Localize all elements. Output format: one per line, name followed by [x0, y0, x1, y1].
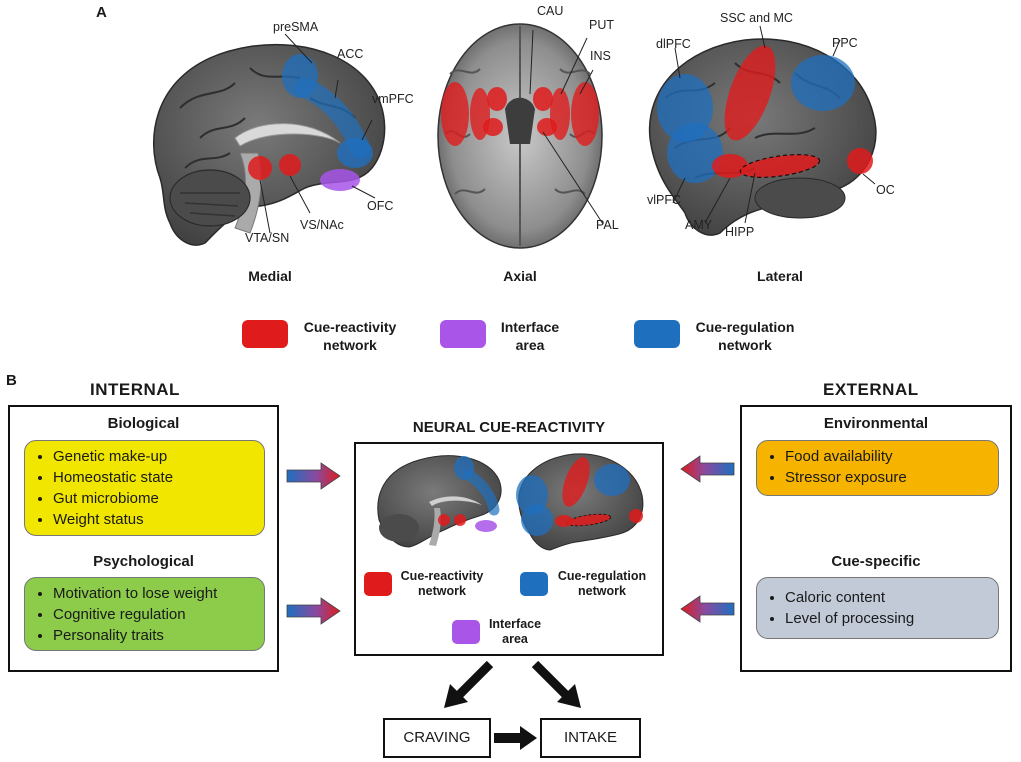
biological-item: Weight status [53, 509, 254, 530]
arrow-cue-specific-to-neural [680, 595, 735, 623]
label-pal: PAL [596, 218, 619, 232]
neural-label-interface: Interface area [480, 617, 550, 647]
arrow-environmental-to-neural [680, 455, 735, 483]
label-vlpfc: vlPFC [647, 193, 682, 207]
legend-swatch-interface [440, 320, 486, 348]
label-ins: INS [590, 49, 611, 63]
legend-interface-line2: area [515, 337, 545, 353]
neural-regulation-line1: Cue-regulation [557, 569, 647, 583]
label-vta-sn: VTA/SN [245, 231, 290, 245]
cue-specific-factors: Caloric content Level of processing [756, 577, 999, 639]
legend-label-interface: Interface area [490, 318, 570, 354]
axial-brain-image [437, 23, 604, 249]
neural-reactivity-line1: Cue-reactivity [400, 569, 484, 583]
neural-box: Cue-reactivity network Cue-regulation ne… [354, 442, 664, 656]
environmental-item: Food availability [785, 446, 988, 467]
biological-item: Gut microbiome [53, 488, 254, 509]
biological-heading: Biological [107, 415, 180, 432]
neural-heading: NEURAL CUE-REACTIVITY [412, 419, 606, 436]
neural-label-regulation: Cue-regulation network [549, 569, 655, 599]
legend-swatch-regulation [634, 320, 680, 348]
craving-box: CRAVING [383, 718, 491, 758]
label-cau: CAU [537, 4, 564, 18]
arrow-psychological-to-neural [286, 597, 341, 625]
environmental-item: Stressor exposure [785, 467, 988, 488]
psychological-heading: Psychological [93, 553, 194, 570]
label-hipp: HIPP [725, 225, 755, 239]
panel-a-letter: A [96, 4, 107, 21]
legend-label-reactivity: Cue-reactivity network [290, 318, 410, 354]
legend-regulation-line1: Cue-regulation [695, 319, 795, 335]
neural-interface-line2: area [502, 632, 528, 646]
view-label-axial: Axial [503, 268, 537, 284]
external-box: Environmental Food availability Stressor… [740, 405, 1012, 672]
neural-brains-image [377, 453, 644, 551]
label-put: PUT [589, 18, 614, 32]
legend-regulation-line2: network [718, 337, 772, 353]
psychological-item: Cognitive regulation [53, 604, 254, 625]
label-amy: AMY [685, 218, 713, 232]
psychological-factors: Motivation to lose weight Cognitive regu… [24, 577, 265, 651]
arrow-neural-to-intake [531, 660, 581, 708]
legend-reactivity-line1: Cue-reactivity [303, 319, 397, 335]
external-heading: EXTERNAL [823, 380, 919, 399]
cue-specific-item: Caloric content [785, 587, 988, 608]
legend-interface-line1: Interface [500, 319, 560, 335]
neural-label-reactivity: Cue-reactivity network [392, 569, 492, 599]
medial-brain-image [153, 33, 386, 246]
label-ssc-mc: SSC and MC [720, 11, 793, 25]
arrow-craving-to-intake [494, 726, 537, 750]
label-presma: preSMA [273, 20, 319, 34]
legend-label-regulation: Cue-regulation network [680, 318, 810, 354]
lateral-brain-image [648, 25, 877, 236]
label-oc: OC [876, 183, 895, 197]
neural-reactivity-line2: network [418, 584, 466, 598]
label-ofc: OFC [367, 199, 394, 213]
biological-item: Homeostatic state [53, 467, 254, 488]
legend-reactivity-line2: network [323, 337, 377, 353]
neural-swatch-regulation [520, 572, 548, 596]
label-ppc: PPC [832, 36, 858, 50]
environmental-factors: Food availability Stressor exposure [756, 440, 999, 496]
view-label-medial: Medial [248, 268, 292, 284]
arrow-neural-to-craving [444, 660, 494, 708]
environmental-heading: Environmental [823, 415, 929, 432]
psychological-item: Motivation to lose weight [53, 583, 254, 604]
label-vmpfc: vmPFC [372, 92, 414, 106]
biological-item: Genetic make-up [53, 446, 254, 467]
label-acc: ACC [337, 47, 364, 61]
arrow-biological-to-neural [286, 462, 341, 490]
internal-box: Biological Genetic make-up Homeostatic s… [8, 405, 279, 672]
panel-b-letter: B [6, 372, 17, 389]
cue-specific-heading: Cue-specific [831, 553, 921, 570]
label-vs-nac: VS/NAc [300, 218, 344, 232]
legend-swatch-reactivity [242, 320, 288, 348]
neural-swatch-reactivity [364, 572, 392, 596]
cue-specific-item: Level of processing [785, 608, 988, 629]
biological-factors: Genetic make-up Homeostatic state Gut mi… [24, 440, 265, 536]
view-label-lateral: Lateral [757, 268, 803, 284]
internal-heading: INTERNAL [90, 380, 180, 399]
neural-swatch-interface [452, 620, 480, 644]
label-dlpfc: dlPFC [656, 37, 691, 51]
intake-box: INTAKE [540, 718, 641, 758]
psychological-item: Personality traits [53, 625, 254, 646]
neural-interface-line1: Interface [488, 617, 542, 631]
neural-regulation-line2: network [578, 584, 626, 598]
